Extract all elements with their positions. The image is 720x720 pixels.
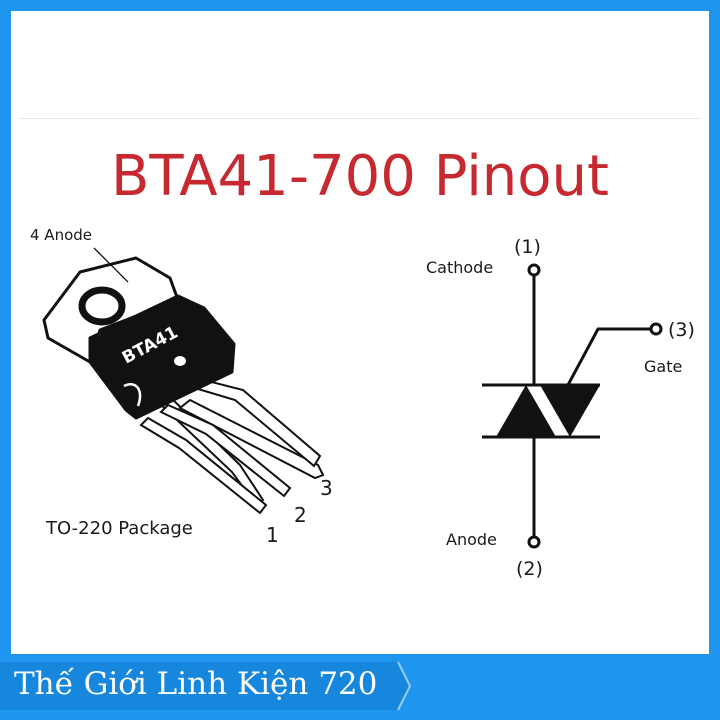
package-body [88, 294, 236, 420]
pin3-name: Gate [644, 357, 682, 376]
pin3-number: (3) [668, 319, 695, 341]
page-title: BTA41-700 Pinout [110, 144, 610, 209]
package-leads [139, 376, 325, 515]
triangle-down [540, 385, 600, 437]
terminal-3 [649, 322, 663, 336]
pin-number-3: 3 [320, 476, 333, 500]
triac-schematic-symbol: (1) Cathode (3) Gate Anode (2) [426, 236, 695, 580]
gate-line [566, 327, 650, 386]
pin-number-1: 1 [266, 523, 279, 547]
body-notch [123, 383, 142, 407]
package-label: TO-220 Package [45, 518, 193, 539]
pin1-name: Cathode [426, 258, 493, 277]
brand-name: Thế Giới Linh Kiện 720 [14, 666, 378, 702]
tab-label: 4 Anode [30, 226, 92, 244]
pin2-name: Anode [446, 530, 497, 549]
to220-package-illustration: 4 Anode BTA41 3 2 1 TO-220 Package [30, 226, 333, 547]
pin-number-2: 2 [294, 503, 307, 527]
lead-mid [159, 403, 292, 498]
divider-line [18, 118, 702, 119]
body-dimple [174, 356, 186, 366]
tab-leader-line [93, 247, 129, 283]
terminal-2 [527, 535, 541, 549]
brand-ribbon [0, 654, 720, 720]
lead-3-outer [178, 398, 325, 480]
triangle-up [496, 385, 556, 437]
pin2-number: (2) [516, 558, 543, 580]
pin1-number: (1) [514, 236, 541, 258]
terminal-1 [527, 263, 541, 277]
lead-near [139, 416, 268, 515]
tab-mounting-hole [78, 286, 126, 326]
